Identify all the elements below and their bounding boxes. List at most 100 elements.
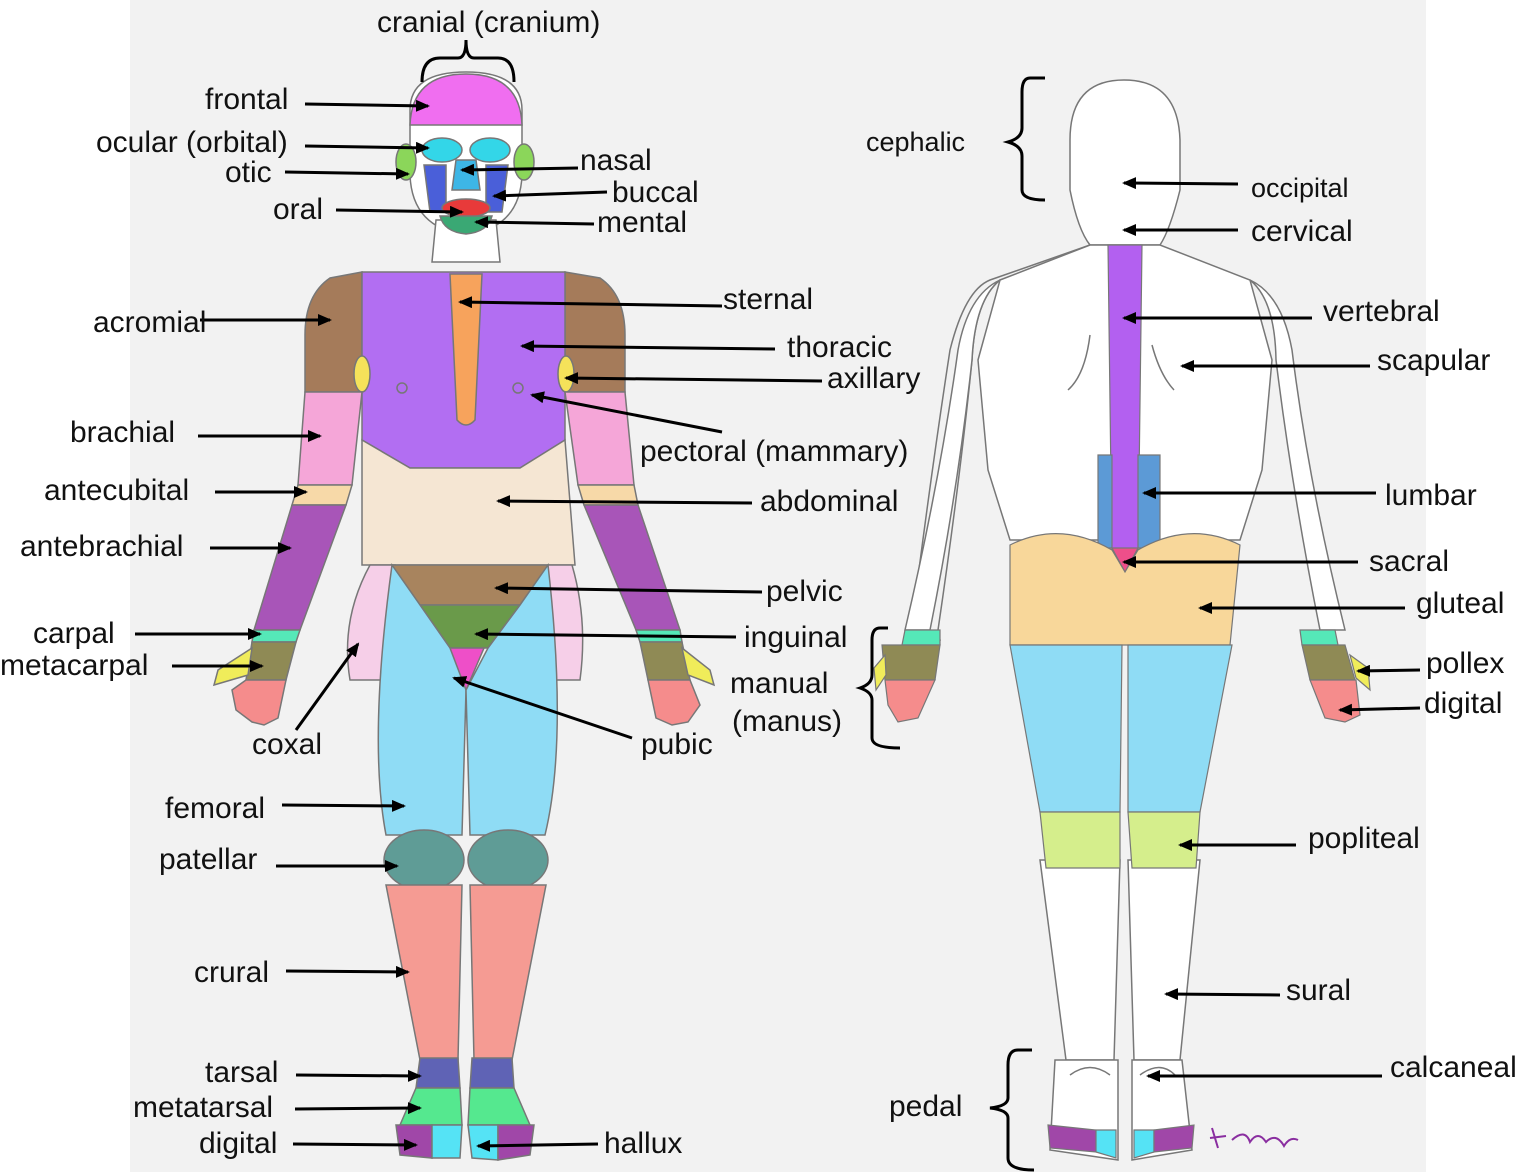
label-sural: sural	[1286, 974, 1352, 1007]
digital-toes-left	[395, 1124, 433, 1159]
label-axillary: axillary	[827, 362, 921, 395]
label-carpal: carpal	[33, 617, 115, 650]
brachial-region-right	[564, 391, 635, 486]
label-mental: mental	[597, 206, 688, 239]
label-cephalic: cephalic	[866, 127, 966, 157]
ocular-region-right	[469, 137, 511, 163]
ocular-region-left	[421, 137, 463, 163]
label-oral: oral	[273, 193, 324, 226]
posterior-metacarpal-right	[1301, 644, 1356, 681]
label-calcaneal: calcaneal	[1390, 1051, 1517, 1084]
label-brachial: brachial	[70, 416, 176, 449]
label-pectoral: pectoral (mammary)	[640, 435, 909, 468]
digital-toes-right	[497, 1124, 535, 1161]
nipple-left	[396, 382, 408, 394]
hallux-right	[467, 1124, 499, 1161]
label-cervical: cervical	[1251, 215, 1353, 248]
label-otic: otic	[225, 156, 272, 189]
femoral-region-left	[377, 563, 467, 836]
patellar-region-right	[467, 829, 549, 891]
label-pollex: pollex	[1426, 647, 1505, 680]
label-manual: manual	[730, 667, 829, 700]
label-pelvic: pelvic	[766, 575, 843, 608]
axillary-region-left	[353, 355, 371, 393]
label-coxal: coxal	[252, 728, 323, 761]
nasal-region	[451, 159, 481, 191]
antebrachial-region-right	[582, 504, 682, 631]
label-inguinal: inguinal	[744, 621, 848, 654]
posterior-toes-left	[1047, 1124, 1097, 1153]
manual-bracket	[855, 626, 901, 750]
posterior-carpal-left	[901, 629, 941, 646]
popliteal-region-left	[1039, 811, 1121, 869]
label-gluteal: gluteal	[1416, 587, 1505, 620]
metatarsal-region-right	[467, 1087, 532, 1126]
oral-region	[441, 198, 491, 218]
posterior-carpal-right	[1299, 629, 1339, 646]
crural-region-right	[469, 884, 547, 1061]
brackets	[420, 39, 1046, 1172]
hallux-left	[431, 1124, 463, 1159]
label-antecubital: antecubital	[44, 474, 190, 507]
posterior-fingers-right	[1309, 679, 1361, 723]
femoral-region-right	[465, 562, 559, 836]
posterior-femoral-left	[1009, 644, 1123, 813]
label-ocular: ocular (orbital)	[96, 126, 288, 159]
leader-arrows	[135, 99, 1421, 1152]
label-cranial: cranial (cranium)	[377, 6, 601, 39]
nipple-right	[512, 382, 524, 394]
metacarpal-region-left	[245, 641, 297, 681]
label-antebrachial: antebrachial	[20, 530, 184, 563]
label-occipital: occipital	[1251, 173, 1349, 203]
posterior-metacarpal-left	[881, 644, 941, 681]
label-sternal: sternal	[723, 283, 814, 316]
posterior-legs	[1039, 859, 1121, 1061]
label-pedal: pedal	[889, 1090, 963, 1123]
label-metacarpal: metacarpal	[0, 649, 149, 682]
fingers-left	[231, 679, 287, 726]
pedal-bracket	[989, 1048, 1035, 1172]
posterior-head-outline	[1069, 79, 1181, 246]
signature-mark	[1209, 1127, 1299, 1149]
popliteal-region-right	[1127, 811, 1201, 869]
patellar-region-left	[383, 829, 465, 891]
label-sacral: sacral	[1369, 545, 1450, 578]
abdominal-region	[361, 438, 576, 566]
antecubital-region-left	[290, 484, 354, 506]
metatarsal-region-left	[398, 1087, 463, 1126]
acromial-region-left	[304, 271, 363, 393]
antebrachial-region-left	[252, 504, 348, 631]
label-frontal: frontal	[205, 83, 289, 116]
brachial-region-left	[297, 391, 363, 486]
label-nasal: nasal	[580, 144, 652, 177]
label-manus: (manus)	[732, 705, 843, 738]
vertebral-region	[1107, 244, 1143, 561]
label-crural: crural	[194, 956, 270, 989]
cranial-bracket	[420, 39, 516, 83]
cephalic-bracket	[1002, 76, 1046, 202]
label-acromial: acromial	[93, 306, 207, 339]
label-digital-back: digital	[1424, 687, 1503, 720]
sternal-region	[449, 273, 483, 426]
otic-region-right	[513, 143, 535, 181]
label-vertebral: vertebral	[1323, 295, 1440, 328]
label-lumbar: lumbar	[1385, 479, 1477, 512]
pollex-region-right	[680, 646, 716, 687]
label-digital-front: digital	[199, 1127, 278, 1160]
axillary-region-right	[557, 355, 575, 393]
anterior-figure	[212, 71, 716, 1161]
label-abdominal: abdominal	[760, 485, 899, 518]
label-popliteal: popliteal	[1308, 822, 1420, 855]
posterior-fingers-left	[884, 679, 936, 723]
fingers-right	[647, 679, 701, 726]
label-patellar: patellar	[159, 843, 258, 876]
label-scapular: scapular	[1377, 344, 1491, 377]
label-femoral: femoral	[165, 792, 266, 825]
posterior-toes-right	[1153, 1124, 1195, 1153]
acromial-region-right	[564, 271, 626, 393]
tarsal-region-right	[469, 1057, 515, 1089]
label-hallux: hallux	[604, 1127, 683, 1160]
posterior-pollex-left	[873, 653, 887, 692]
